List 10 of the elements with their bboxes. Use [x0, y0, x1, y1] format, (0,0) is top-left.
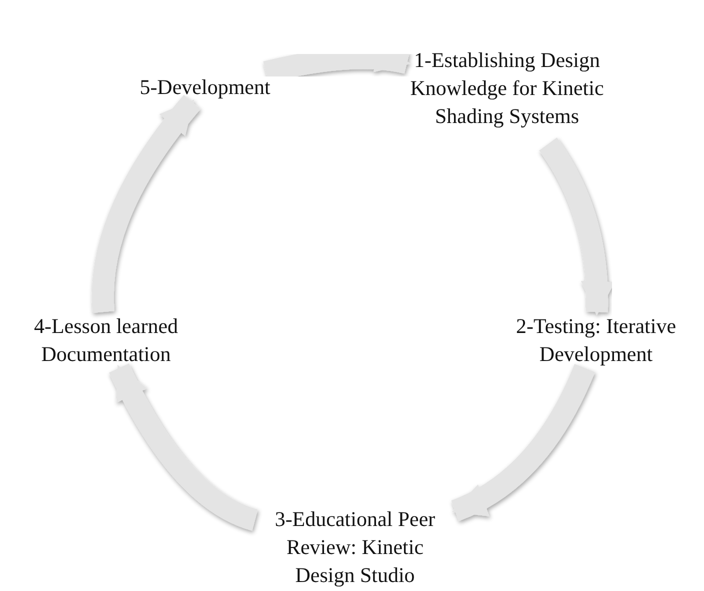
step-label: 4-Lesson learned Documentation	[32, 313, 180, 368]
step-label: 5-Development	[140, 74, 270, 101]
curved-block-arrow	[109, 363, 258, 531]
step-label: 3-Educational Peer Review: Kinetic Design Studio	[274, 506, 436, 589]
curved-block-arrow	[92, 95, 201, 312]
curved-block-arrow	[263, 40, 410, 83]
step-label: 2-Testing: Iterative Development	[514, 313, 678, 368]
curved-block-arrow	[450, 364, 595, 521]
curved-block-arrow	[538, 138, 614, 316]
step-label: 1-Establishing Design Knowledge for Kinetic Shading Systems	[409, 47, 605, 130]
